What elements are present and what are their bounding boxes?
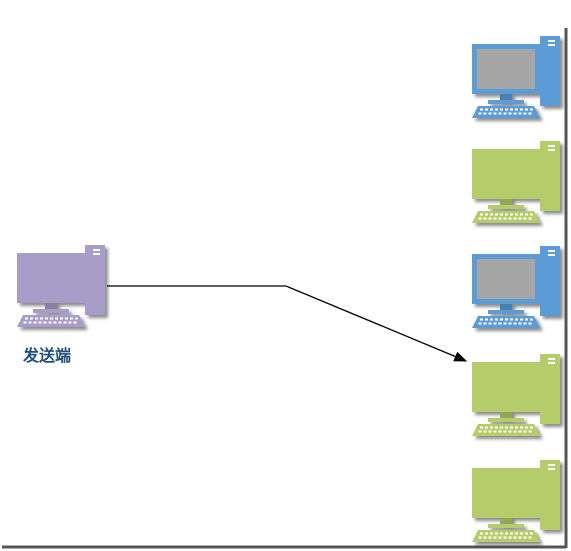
receiver-computer-1 [472, 36, 560, 118]
sender-computer [17, 245, 105, 327]
sender-computer-icon [17, 245, 105, 327]
connection-arrow [107, 285, 468, 362]
receiver-group [472, 36, 560, 542]
receiver-computer-3 [472, 246, 560, 328]
receiver-computer-4 [472, 354, 560, 436]
receiver-computer-5 [472, 460, 560, 542]
sender-label: 发送端 [23, 346, 72, 365]
receiver-computer-2 [472, 141, 560, 223]
